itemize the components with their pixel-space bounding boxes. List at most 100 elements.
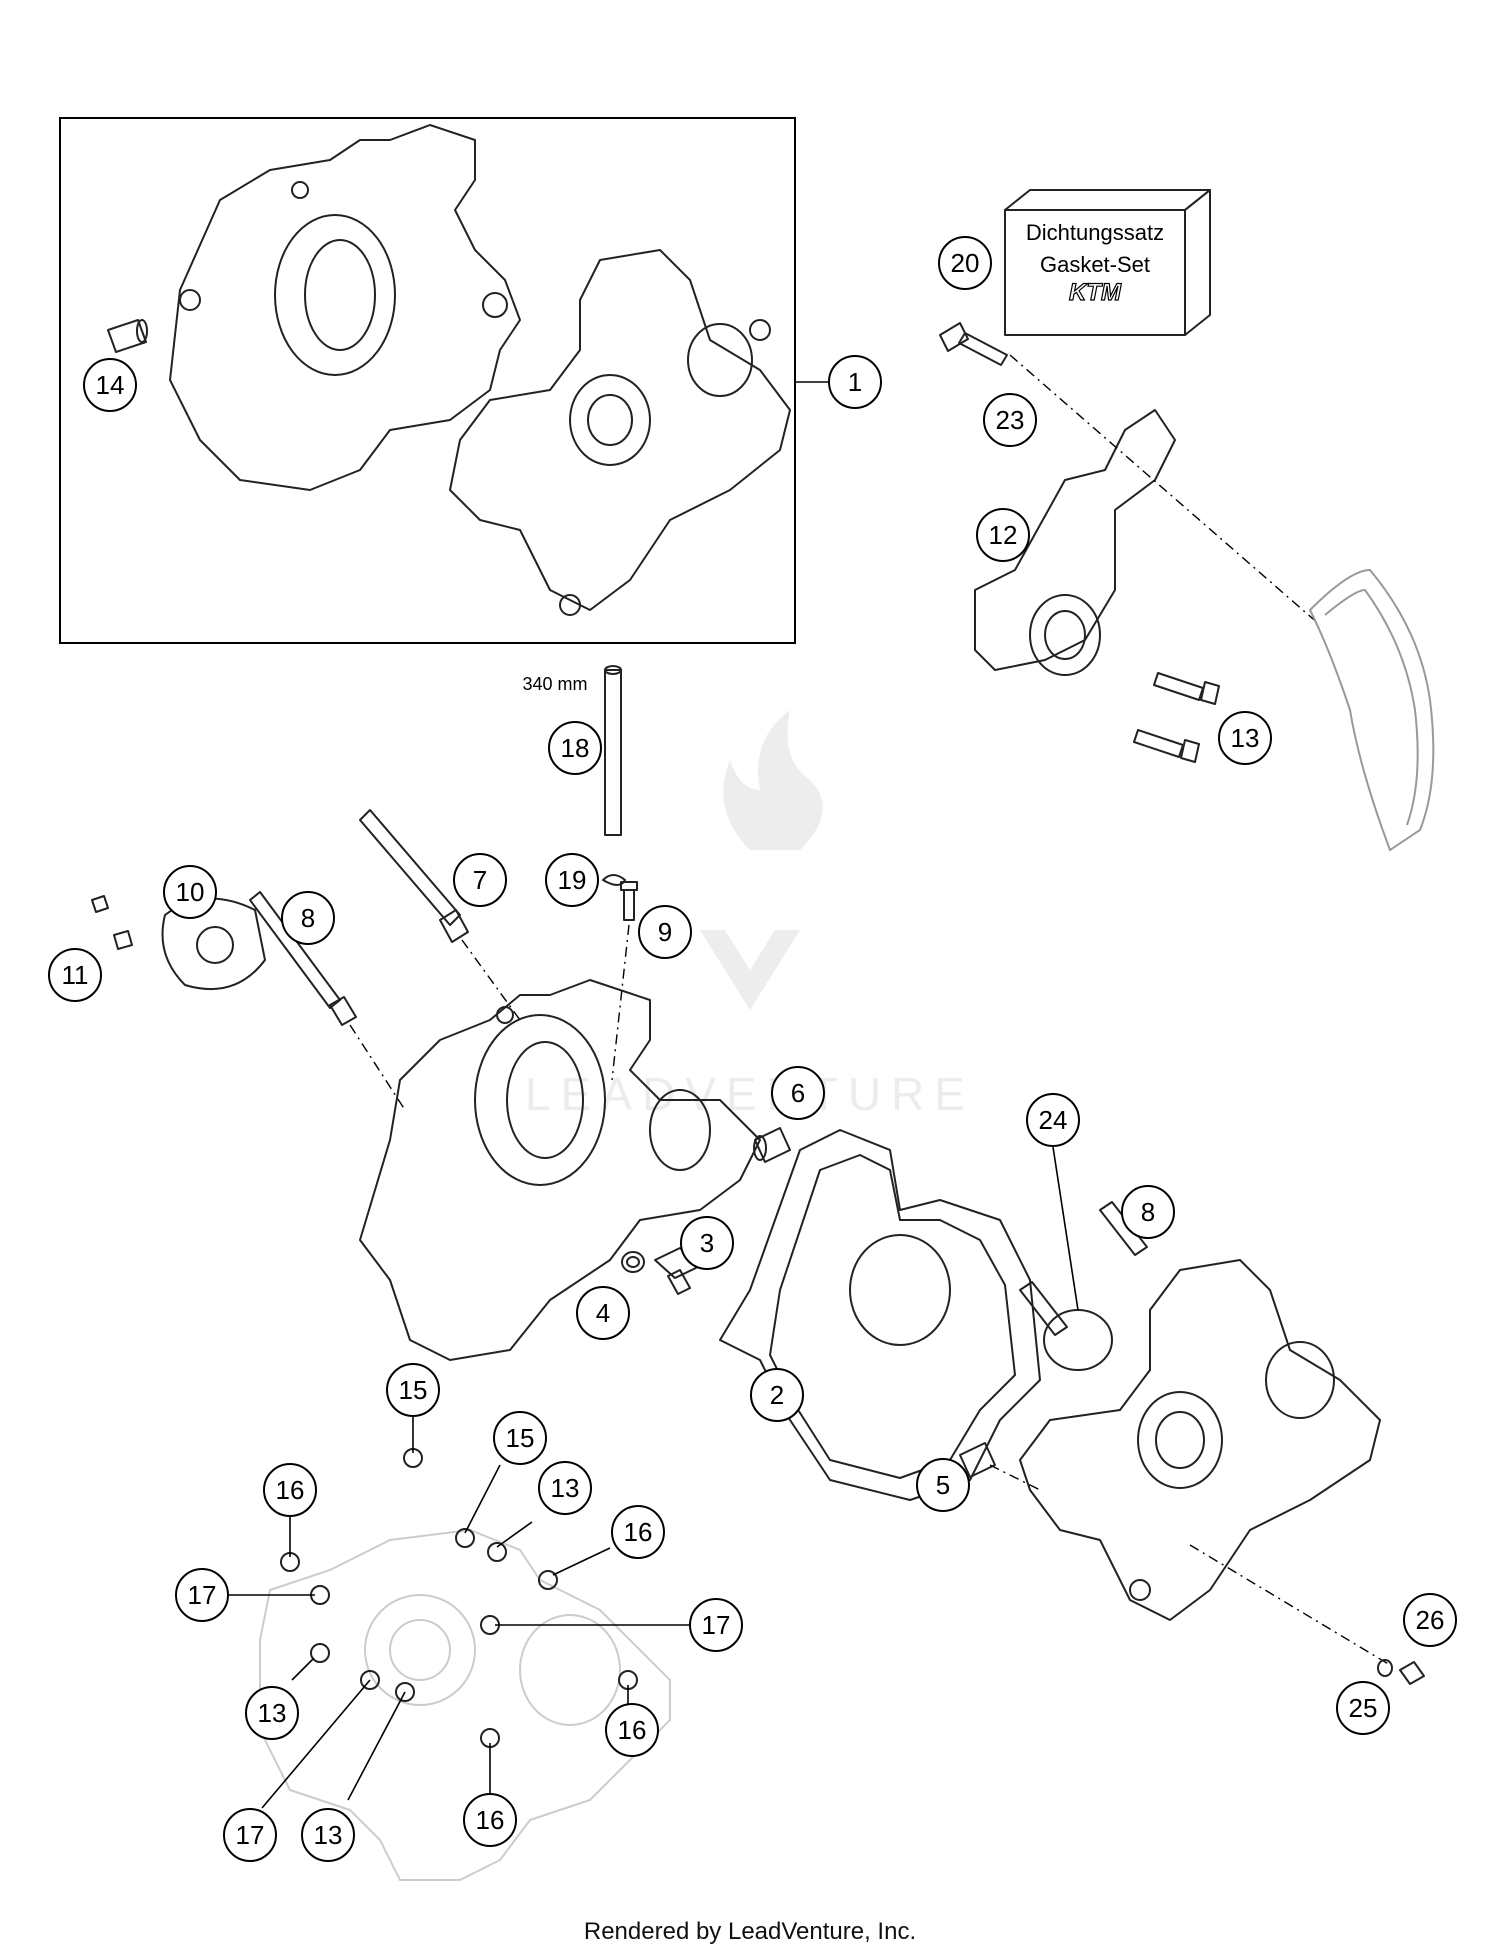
callout-26: 26 bbox=[1403, 1593, 1457, 1647]
callout-17-b: 17 bbox=[689, 1598, 743, 1652]
callout-6: 6 bbox=[771, 1066, 825, 1120]
callout-1: 1 bbox=[828, 355, 882, 409]
svg-text:14: 14 bbox=[96, 370, 125, 400]
crankcase-assembly-frame bbox=[59, 117, 796, 644]
svg-text:4: 4 bbox=[596, 1298, 610, 1328]
svg-text:1: 1 bbox=[848, 367, 862, 397]
washer-25 bbox=[1377, 1659, 1393, 1677]
callout-18: 18 bbox=[548, 721, 602, 775]
callout-7: 7 bbox=[453, 853, 507, 907]
svg-text:2: 2 bbox=[770, 1380, 784, 1410]
crankcase-left-half-main bbox=[359, 979, 761, 1361]
bushing-6 bbox=[753, 1127, 791, 1163]
svg-text:12: 12 bbox=[989, 520, 1018, 550]
callout-11: 11 bbox=[48, 948, 102, 1002]
gasket-set-box: Dichtungssatz Gasket-Set KTM bbox=[1004, 189, 1211, 336]
callout-15-b: 15 bbox=[493, 1411, 547, 1465]
crankcase-gasket-2 bbox=[719, 1129, 1041, 1501]
rod-18: 340 mm bbox=[522, 665, 622, 836]
svg-text:20: 20 bbox=[951, 248, 980, 278]
callout-16-d: 16 bbox=[463, 1793, 517, 1847]
svg-text:13: 13 bbox=[1231, 723, 1260, 753]
callout-13-b: 13 bbox=[245, 1686, 299, 1740]
callout-13-a: 13 bbox=[538, 1461, 592, 1515]
callout-17-c: 17 bbox=[223, 1808, 277, 1862]
render-credit: Rendered by LeadVenture, Inc. bbox=[583, 1918, 917, 1945]
callout-19: 19 bbox=[545, 853, 599, 907]
svg-text:24: 24 bbox=[1039, 1105, 1068, 1135]
svg-text:16: 16 bbox=[624, 1517, 653, 1547]
svg-text:9: 9 bbox=[658, 917, 672, 947]
callout-5: 5 bbox=[916, 1458, 970, 1512]
svg-text:11: 11 bbox=[62, 960, 89, 990]
callout-24: 24 bbox=[1026, 1093, 1080, 1147]
callout-16-a: 16 bbox=[263, 1463, 317, 1517]
callout-8-left: 8 bbox=[281, 891, 335, 945]
svg-text:17: 17 bbox=[188, 1580, 217, 1610]
svg-text:5: 5 bbox=[936, 1470, 950, 1500]
callout-16-c: 16 bbox=[605, 1703, 659, 1757]
svg-text:6: 6 bbox=[791, 1078, 805, 1108]
snap-ring-24 bbox=[1043, 1309, 1113, 1371]
callout-14: 14 bbox=[83, 358, 137, 412]
dowel-pin-14 bbox=[107, 319, 148, 353]
ktm-logo-text: KTM bbox=[1069, 279, 1122, 306]
screws-11 bbox=[91, 895, 133, 950]
svg-text:16: 16 bbox=[618, 1715, 647, 1745]
svg-text:16: 16 bbox=[476, 1805, 505, 1835]
watermark-text: LEADVENTURE bbox=[525, 1068, 975, 1120]
callout-23: 23 bbox=[983, 393, 1037, 447]
svg-text:13: 13 bbox=[551, 1473, 580, 1503]
callout-15-a: 15 bbox=[386, 1363, 440, 1417]
svg-text:19: 19 bbox=[558, 865, 587, 895]
callout-16-b: 16 bbox=[611, 1505, 665, 1559]
stud-7 bbox=[359, 809, 469, 943]
box-text-line1: Dichtungssatz bbox=[1026, 220, 1164, 245]
callout-9: 9 bbox=[638, 905, 692, 959]
callout-13-top: 13 bbox=[1218, 711, 1272, 765]
bushing-5 bbox=[959, 1442, 996, 1478]
callout-20: 20 bbox=[938, 236, 992, 290]
callout-25: 25 bbox=[1336, 1681, 1390, 1735]
callout-4: 4 bbox=[576, 1286, 630, 1340]
crankcase-right-half-top bbox=[449, 249, 791, 616]
leader-lines bbox=[228, 381, 1079, 1809]
box-text-line2: Gasket-Set bbox=[1040, 252, 1150, 277]
svg-text:17: 17 bbox=[236, 1820, 265, 1850]
svg-text:3: 3 bbox=[700, 1228, 714, 1258]
gasket-12 bbox=[1308, 568, 1435, 852]
callout-2: 2 bbox=[750, 1368, 804, 1422]
bolt-23 bbox=[939, 322, 1008, 366]
svg-text:25: 25 bbox=[1349, 1693, 1378, 1723]
svg-text:15: 15 bbox=[399, 1375, 428, 1405]
bearing-cover-12 bbox=[974, 409, 1176, 676]
svg-text:23: 23 bbox=[996, 405, 1025, 435]
dowel-8-right bbox=[1019, 1201, 1148, 1336]
leadventure-watermark: LEADVENTURE bbox=[525, 710, 975, 1120]
svg-text:7: 7 bbox=[473, 865, 487, 895]
crankcase-left-half-top bbox=[169, 124, 521, 491]
callout-12: 12 bbox=[976, 508, 1030, 562]
plug-26 bbox=[1399, 1661, 1425, 1685]
svg-text:13: 13 bbox=[258, 1698, 287, 1728]
callout-8-right: 8 bbox=[1121, 1185, 1175, 1239]
nipple-9 bbox=[620, 881, 638, 921]
svg-text:26: 26 bbox=[1416, 1605, 1445, 1635]
svg-text:17: 17 bbox=[702, 1610, 731, 1640]
callout-3: 3 bbox=[680, 1216, 734, 1270]
svg-text:13: 13 bbox=[314, 1820, 343, 1850]
clip-19 bbox=[602, 874, 626, 886]
svg-text:16: 16 bbox=[276, 1475, 305, 1505]
svg-text:10: 10 bbox=[176, 877, 205, 907]
callout-13-c: 13 bbox=[301, 1808, 355, 1862]
svg-text:18: 18 bbox=[561, 733, 590, 763]
washer-4 bbox=[621, 1251, 645, 1273]
dimension-label: 340 mm bbox=[522, 674, 587, 694]
crankcase-right-half-main bbox=[1019, 1259, 1381, 1621]
svg-text:8: 8 bbox=[301, 903, 315, 933]
stud-8-left bbox=[249, 891, 357, 1026]
svg-text:15: 15 bbox=[506, 1423, 535, 1453]
svg-text:8: 8 bbox=[1141, 1197, 1155, 1227]
callout-10: 10 bbox=[163, 865, 217, 919]
